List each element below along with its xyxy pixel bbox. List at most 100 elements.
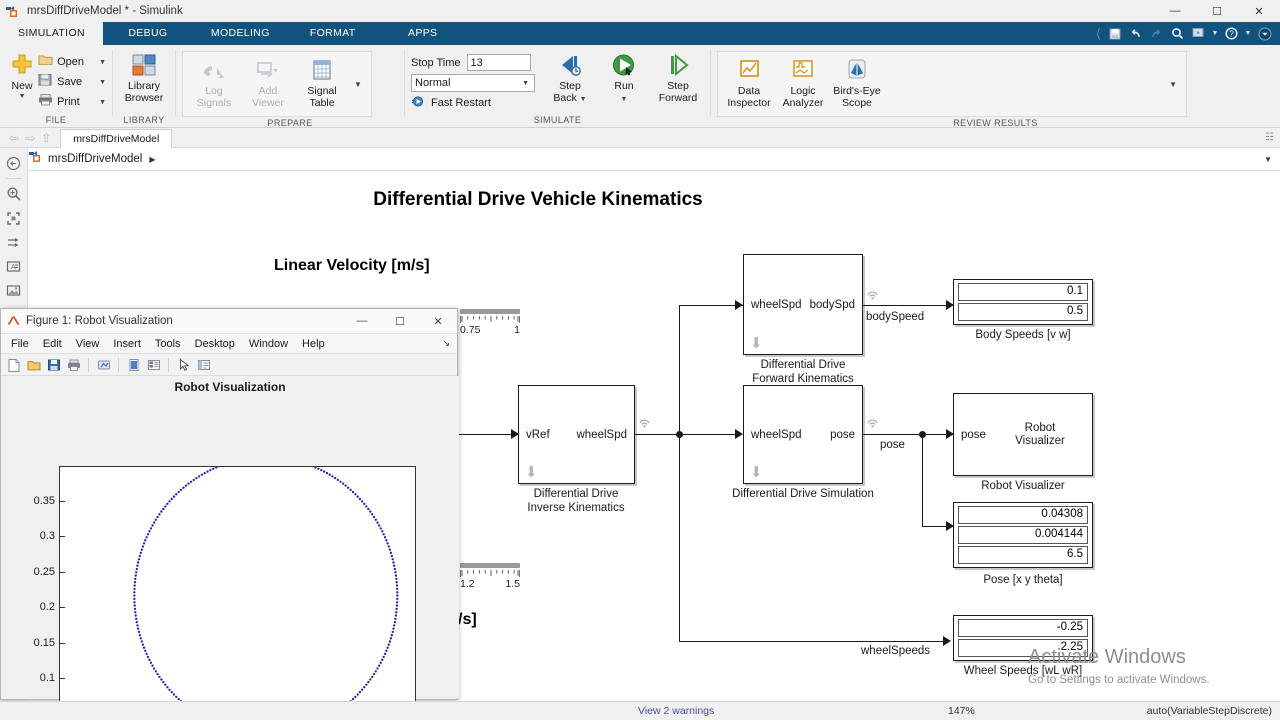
search-icon[interactable] [1168, 24, 1187, 43]
tab-format[interactable]: FORMAT [309, 27, 356, 39]
logic-analyzer-button[interactable]: Logic Analyzer [776, 54, 830, 109]
signal-table-button[interactable]: Signal Table [295, 54, 349, 109]
fit-to-view-icon[interactable] [3, 207, 25, 229]
menu-insert[interactable]: Insert [113, 337, 141, 350]
menu-window[interactable]: Window [248, 337, 289, 350]
link-plot-icon[interactable] [95, 356, 112, 373]
linear-velocity-slider[interactable]: 0.75 1 [460, 309, 520, 336]
figure-maximize-button[interactable]: ☐ [395, 315, 405, 328]
warnings-link[interactable]: View 2 warnings [638, 705, 715, 717]
fast-restart-toggle[interactable]: Fast Restart [411, 95, 535, 111]
colorbar-icon[interactable] [145, 356, 162, 373]
legend-icon[interactable] [125, 356, 142, 373]
tab-overflow-icon[interactable]: ☷ [1265, 132, 1274, 143]
log-signals-button[interactable]: Log Signals [187, 54, 241, 109]
tab-simulation[interactable]: SIMULATION [0, 22, 103, 45]
open-button[interactable]: Open ▼ [38, 52, 106, 72]
matlab-figure-icon [7, 315, 20, 327]
ribbon-group-prepare: Log Signals Add Viewer [176, 45, 404, 128]
print-icon[interactable] [65, 356, 82, 373]
close-button[interactable]: ✕ [1254, 5, 1264, 18]
add-viewer-button[interactable]: Add Viewer [241, 54, 295, 109]
angular-velocity-slider[interactable]: 1.2 1.5 [460, 563, 520, 590]
new-figure-icon[interactable] [5, 356, 22, 373]
help-caret-icon[interactable]: ▼ [1244, 30, 1252, 37]
tab-apps[interactable]: APPS [408, 27, 438, 39]
annotation-icon[interactable]: A [3, 255, 25, 277]
figure-window[interactable]: Figure 1: Robot Visualization — ☐ ✕ File… [0, 308, 459, 720]
figure-minimize-button[interactable]: — [356, 315, 368, 327]
image-icon[interactable] [3, 279, 25, 301]
tab-modeling[interactable]: MODELING [210, 27, 270, 39]
save-button[interactable]: Save ▼ [38, 72, 106, 92]
model-tab[interactable]: mrsDiffDriveModel [60, 128, 173, 148]
birds-eye-scope-button[interactable]: Bird's-Eye Scope [830, 54, 884, 109]
figure-close-button[interactable]: ✕ [433, 315, 443, 328]
back-arrow-icon[interactable]: ⇦ [9, 130, 20, 145]
menu-desktop[interactable]: Desktop [194, 337, 235, 350]
step-back-button[interactable]: Step Back ▼ [543, 49, 597, 105]
print-button[interactable]: Print ▼ [38, 92, 106, 112]
add-viewer-icon [255, 56, 281, 84]
minimize-button[interactable]: — [1169, 5, 1181, 17]
menu-tools[interactable]: Tools [154, 337, 181, 350]
sim-mode-select[interactable]: Normal ▼ [411, 74, 535, 92]
mask-expand-icon[interactable]: ⬇ [750, 464, 763, 481]
pointer-icon[interactable] [175, 356, 192, 373]
prepare-overflow-caret-icon[interactable]: ▼ [354, 79, 362, 89]
slider-track[interactable] [460, 563, 520, 568]
find-icon[interactable]: » [1189, 24, 1208, 43]
mask-expand-icon[interactable]: ⬇ [750, 335, 763, 352]
data-inspector-button[interactable]: Data Inspector [722, 54, 776, 109]
new-caret-icon[interactable]: ▼ [18, 92, 26, 100]
run-button[interactable]: Run ▼ [597, 49, 651, 105]
solver-label[interactable]: auto(VariableStepDiscrete) [1146, 705, 1272, 717]
save-icon[interactable] [1105, 24, 1124, 43]
menu-edit[interactable]: Edit [42, 337, 62, 350]
zoom-level[interactable]: 147% [948, 705, 975, 717]
dock-arrow-icon[interactable]: ↘ [442, 338, 450, 348]
stop-time-input[interactable] [466, 54, 531, 71]
new-button[interactable]: New ▼ [6, 49, 38, 100]
undo-icon[interactable] [1126, 24, 1145, 43]
zoom-icon[interactable] [3, 183, 25, 205]
menu-help[interactable]: Help [302, 337, 325, 350]
up-arrow-icon[interactable]: ⇧ [41, 130, 52, 145]
canvas-options-caret-icon[interactable]: ▼ [1264, 154, 1272, 164]
print-caret-icon[interactable]: ▼ [99, 98, 106, 106]
find-caret-icon[interactable]: ▼ [1211, 30, 1219, 37]
menu-file[interactable]: File [11, 337, 29, 350]
menu-view[interactable]: View [75, 337, 100, 350]
signal-routing-icon[interactable] [3, 231, 25, 253]
robot-visualizer-block[interactable]: pose Robot Visualizer [953, 393, 1093, 476]
help-icon[interactable]: ? [1222, 24, 1241, 43]
tab-debug[interactable]: DEBUG [128, 27, 168, 39]
ribbon-divider-4 [710, 50, 711, 116]
step-forward-button[interactable]: Step Forward [651, 49, 705, 105]
chart-axes[interactable]: 0 0.05 0.1 0.15 0.2 0.25 0.3 0.35 -0.25 [34, 466, 416, 720]
plot-area[interactable]: Robot Visualization 0 0.05 0.1 0.15 0.2 … [1, 376, 459, 720]
save-icon[interactable] [45, 356, 62, 373]
differential-drive-forward-kinematics-block[interactable]: wheelSpd bodySpd ⬇ [743, 254, 863, 355]
body-speeds-display[interactable]: 0.1 0.5 [953, 279, 1093, 325]
open-caret-icon[interactable]: ▼ [99, 58, 106, 66]
breadcrumb[interactable]: mrsDiffDriveModel [48, 153, 143, 165]
differential-drive-simulation-block[interactable]: wheelSpd pose ⬇ [743, 385, 863, 484]
open-icon[interactable] [25, 356, 42, 373]
forward-arrow-icon[interactable]: ⇨ [25, 130, 36, 145]
data-cursor-icon[interactable] [195, 356, 212, 373]
wire-junction-up [679, 305, 681, 435]
mask-expand-icon[interactable]: ⬇ [525, 464, 538, 481]
review-results-overflow-caret-icon[interactable]: ▼ [1169, 79, 1177, 89]
wheel-speeds-display[interactable]: -0.25 2.25 [953, 615, 1093, 661]
differential-drive-inverse-kinematics-block[interactable]: vRef wheelSpd ⬇ [518, 385, 635, 484]
qat-overflow-icon[interactable] [1255, 24, 1274, 43]
maximize-button[interactable]: ☐ [1212, 5, 1222, 18]
library-browser-button[interactable]: Library Browser [119, 49, 169, 104]
save-caret-icon[interactable]: ▼ [99, 78, 106, 86]
navigate-icon[interactable] [3, 152, 25, 174]
breadcrumb-caret-icon[interactable]: ▶ [149, 154, 156, 164]
slider-track[interactable] [460, 309, 520, 314]
ribbon-tab-bar: SIMULATION DEBUG MODELING FORMAT APPS ⟨ … [0, 22, 1280, 45]
pose-display[interactable]: 0.04308 0.004144 6.5 [953, 502, 1093, 568]
